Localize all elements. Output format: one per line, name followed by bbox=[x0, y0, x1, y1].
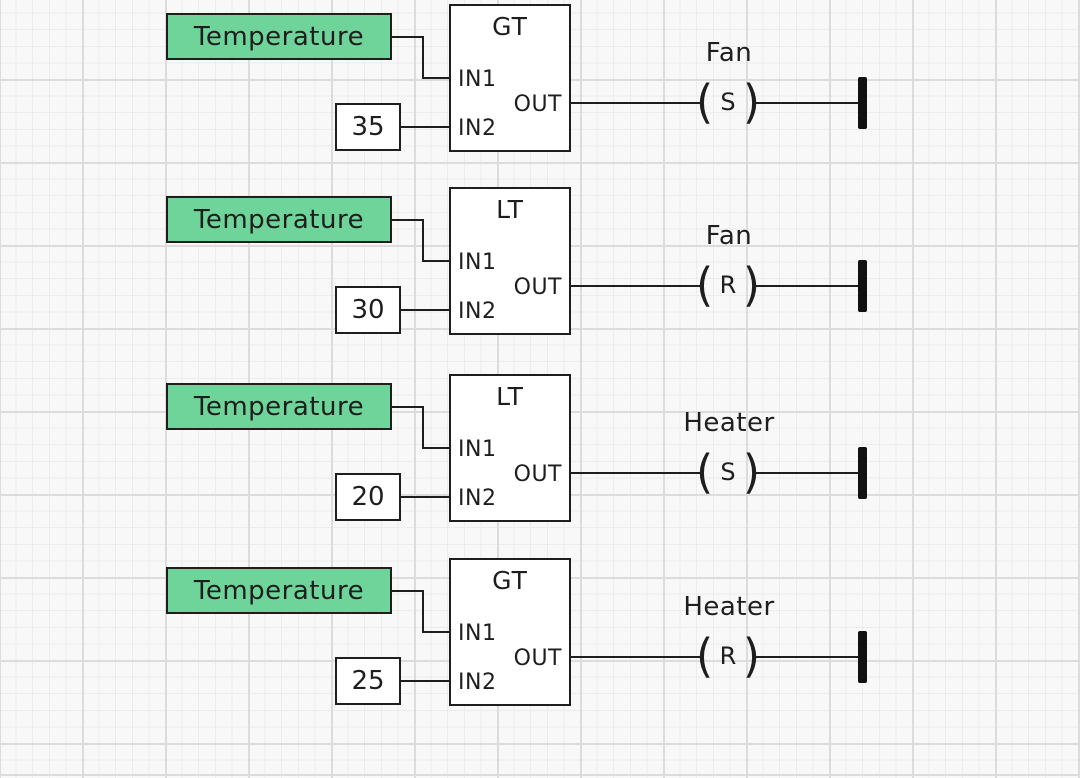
coil-open-paren: ( bbox=[696, 629, 714, 684]
output-wire bbox=[755, 285, 860, 287]
comparator-function-block[interactable]: GT IN1 OUT IN2 bbox=[449, 4, 571, 152]
coil-symbol[interactable]: ( R ) bbox=[696, 629, 760, 684]
output-wire bbox=[755, 656, 860, 658]
pin-label-out: OUT bbox=[513, 275, 562, 300]
pin-label-in1: IN1 bbox=[458, 437, 497, 462]
block-title: LT bbox=[496, 195, 524, 224]
ladder-rung: Temperature 30 LT IN1 OUT IN2 Fan ( R ) bbox=[0, 187, 1080, 339]
constant-value-box[interactable]: 25 bbox=[335, 657, 401, 705]
pin-label-in2: IN2 bbox=[458, 486, 497, 511]
coil-letter: R bbox=[719, 271, 737, 299]
coil-close-paren: ) bbox=[742, 445, 760, 500]
wire bbox=[401, 496, 451, 498]
ladder-rung: Temperature 25 GT IN1 OUT IN2 Heater ( R… bbox=[0, 558, 1080, 710]
variable-tag[interactable]: Temperature bbox=[166, 13, 392, 60]
wire bbox=[392, 590, 424, 592]
coil-open-paren: ( bbox=[696, 445, 714, 500]
comparator-function-block[interactable]: LT IN1 OUT IN2 bbox=[449, 187, 571, 335]
wire bbox=[422, 219, 424, 262]
constant-value-box[interactable]: 35 bbox=[335, 103, 401, 151]
variable-tag[interactable]: Temperature bbox=[166, 196, 392, 243]
output-wire bbox=[755, 102, 860, 104]
wire bbox=[422, 631, 451, 633]
wire bbox=[401, 309, 451, 311]
coil-close-paren: ) bbox=[742, 258, 760, 313]
output-wire bbox=[571, 472, 701, 474]
wire bbox=[422, 260, 451, 262]
constant-value-box[interactable]: 20 bbox=[335, 473, 401, 521]
coil-close-paren: ) bbox=[742, 75, 760, 130]
pin-label-out: OUT bbox=[513, 462, 562, 487]
constant-value-box[interactable]: 30 bbox=[335, 286, 401, 334]
block-title: LT bbox=[496, 382, 524, 411]
power-rail-end[interactable] bbox=[858, 447, 867, 499]
output-wire bbox=[755, 472, 860, 474]
coil-symbol[interactable]: ( S ) bbox=[696, 75, 760, 130]
wire bbox=[392, 406, 424, 408]
power-rail-end[interactable] bbox=[858, 77, 867, 129]
coil-label: Heater bbox=[683, 592, 775, 622]
pin-label-in2: IN2 bbox=[458, 670, 497, 695]
ladder-rung: Temperature 20 LT IN1 OUT IN2 Heater ( S… bbox=[0, 374, 1080, 526]
block-title: GT bbox=[492, 566, 528, 595]
wire bbox=[401, 680, 451, 682]
wire bbox=[422, 77, 451, 79]
coil-symbol[interactable]: ( R ) bbox=[696, 258, 760, 313]
pin-label-out: OUT bbox=[513, 646, 562, 671]
wire bbox=[392, 219, 424, 221]
ladder-rung: Temperature 35 GT IN1 OUT IN2 Fan ( S ) bbox=[0, 4, 1080, 156]
coil-open-paren: ( bbox=[696, 258, 714, 313]
coil-open-paren: ( bbox=[696, 75, 714, 130]
variable-tag[interactable]: Temperature bbox=[166, 383, 392, 430]
pin-label-in1: IN1 bbox=[458, 621, 497, 646]
wire bbox=[422, 36, 424, 79]
comparator-function-block[interactable]: GT IN1 OUT IN2 bbox=[449, 558, 571, 706]
comparator-function-block[interactable]: LT IN1 OUT IN2 bbox=[449, 374, 571, 522]
pin-label-out: OUT bbox=[513, 92, 562, 117]
pin-label-in1: IN1 bbox=[458, 67, 497, 92]
pin-label-in1: IN1 bbox=[458, 250, 497, 275]
coil-label: Heater bbox=[683, 408, 775, 438]
coil-letter: S bbox=[720, 458, 736, 486]
output-wire bbox=[571, 285, 701, 287]
output-wire bbox=[571, 656, 701, 658]
block-title: GT bbox=[492, 12, 528, 41]
wire bbox=[392, 36, 424, 38]
pin-label-in2: IN2 bbox=[458, 299, 497, 324]
pin-label-in2: IN2 bbox=[458, 116, 497, 141]
wire bbox=[422, 406, 424, 449]
wire bbox=[422, 590, 424, 633]
wire bbox=[401, 126, 451, 128]
coil-letter: S bbox=[720, 88, 736, 116]
power-rail-end[interactable] bbox=[858, 631, 867, 683]
variable-tag[interactable]: Temperature bbox=[166, 567, 392, 614]
power-rail-end[interactable] bbox=[858, 260, 867, 312]
coil-label: Fan bbox=[705, 221, 753, 251]
output-wire bbox=[571, 102, 701, 104]
coil-letter: R bbox=[719, 642, 737, 670]
coil-label: Fan bbox=[705, 38, 753, 68]
coil-close-paren: ) bbox=[742, 629, 760, 684]
coil-symbol[interactable]: ( S ) bbox=[696, 445, 760, 500]
wire bbox=[422, 447, 451, 449]
